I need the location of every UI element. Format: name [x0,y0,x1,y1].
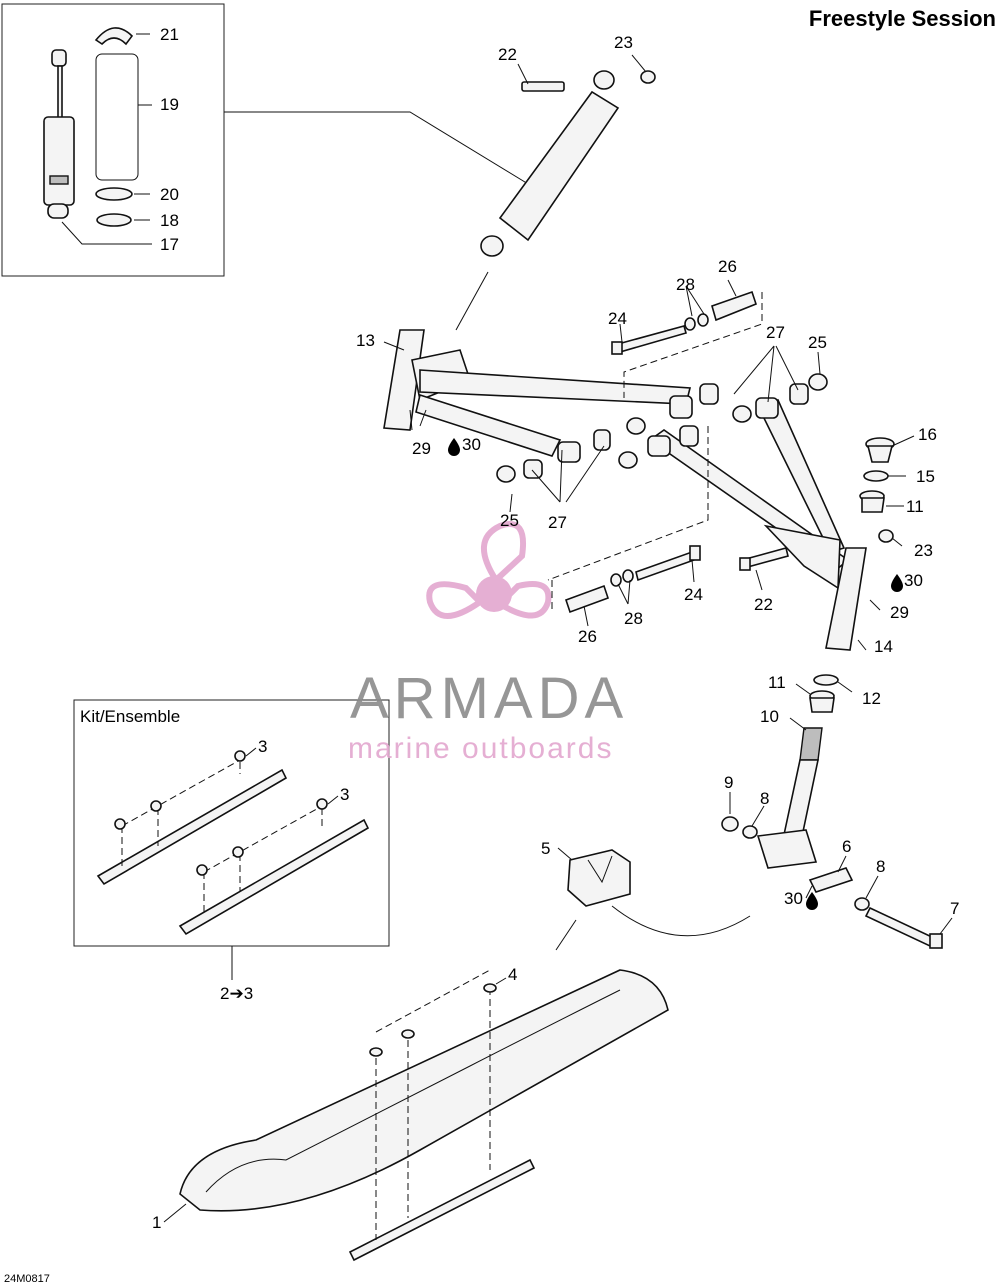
callout-30-a: 30 [462,435,481,454]
callout-29-b: 29 [890,603,909,622]
callout-17: 17 [160,235,179,254]
diagram-title: Freestyle Session [809,6,996,31]
coil-spring-inset [95,53,139,181]
runner-upper [96,750,288,886]
callout-27-a: 27 [766,323,785,342]
callout-22-a: 22 [498,45,517,64]
circlip-12 [813,674,839,686]
callout-numbers: 1 3 3 4 5 6 7 8 8 9 10 11 11 12 13 14 15… [152,25,959,1232]
shock-absorber-body [43,49,75,219]
bushing-6 [808,867,854,893]
callout-27-b: 27 [548,513,567,532]
cap-16 [865,437,895,463]
upper-a-arm-13 [383,329,692,457]
callout-11-b: 11 [768,673,786,692]
callout-9: 9 [724,773,733,792]
ski-pad-5 [567,849,631,907]
nut-23-lower [878,529,894,543]
lube-drop-icon-b [891,574,903,592]
callout-1: 1 [152,1213,161,1232]
callout-22-b: 22 [754,595,773,614]
callout-28-a: 28 [676,275,695,294]
callout-26-b: 26 [578,627,597,646]
callout-30-c: 30 [784,889,803,908]
bolt-7 [864,906,943,949]
watermark-name: ARMADA [350,666,628,731]
callout-26-a: 26 [718,257,737,276]
callout-6: 6 [842,837,851,856]
callout-21: 21 [160,25,179,44]
drawing-reference: 24M0817 [4,1273,50,1285]
watermark-tagline: marine outboards [348,732,613,765]
bushing-11-upper [859,490,885,513]
spring-seat-20 [95,187,133,201]
lube-drop-icon-c [806,892,818,910]
nut-9 [721,816,739,832]
callout-24-b: 24 [684,585,703,604]
kit-label: Kit/Ensemble [80,707,180,726]
callout-8-b: 8 [876,857,885,876]
bolt-24-top [611,325,687,355]
nut-23-top [640,70,656,84]
bushings-27-right [618,373,828,469]
sleeve-26-top [711,290,757,322]
callout-14: 14 [874,637,893,656]
callout-7: 7 [950,899,959,918]
spring-stopper [94,27,134,46]
callout-30-b: 30 [904,571,923,590]
washer-8-left [742,825,758,839]
lube-drop-icon-a [448,438,460,456]
lower-a-arm-14 [648,398,867,651]
callout-11-a: 11 [906,497,924,516]
washer-28-c [610,573,622,587]
callout-24-a: 24 [608,309,627,328]
bolt-22-lower [739,547,789,571]
callout-19: 19 [160,95,179,114]
callout-25-a: 25 [808,333,827,352]
bushing-11-lower [809,690,835,713]
callout-3-a: 3 [258,737,267,756]
callout-5: 5 [541,839,550,858]
propeller-icon [426,521,552,619]
callout-16: 16 [918,425,937,444]
callout-23-a: 23 [614,33,633,52]
bolt-22-top [521,81,565,92]
circlip-15 [863,470,889,482]
bolt-24-lower [635,545,701,582]
ski-1 [179,969,669,1262]
shock-inset-box [1,3,225,277]
kit-range-label: 2➔3 [220,984,253,1003]
callout-28-b: 28 [624,609,643,628]
shock-absorber-main [480,70,620,257]
callout-12: 12 [862,689,881,708]
washer-8-right [854,897,870,911]
callout-8-a: 8 [760,789,769,808]
bushings-27-left [496,383,719,483]
sleeve-26-lower [564,584,610,614]
callout-18: 18 [160,211,179,230]
callout-20: 20 [160,185,179,204]
callout-10: 10 [760,707,779,726]
callout-3-b: 3 [340,785,349,804]
callout-4: 4 [508,965,517,984]
callout-29-a: 29 [412,439,431,458]
callout-13: 13 [356,331,375,350]
steering-column-10 [756,727,823,869]
washer-28-b [697,313,709,327]
watermark-logo: ARMADA marine outboards [348,521,628,765]
washer-18 [96,213,132,227]
callout-23-b: 23 [914,541,933,560]
washer-28-a [684,317,696,331]
callout-25-b: 25 [500,511,519,530]
washer-28-d [622,569,634,583]
runner-lower [178,798,370,936]
callout-15: 15 [916,467,935,486]
